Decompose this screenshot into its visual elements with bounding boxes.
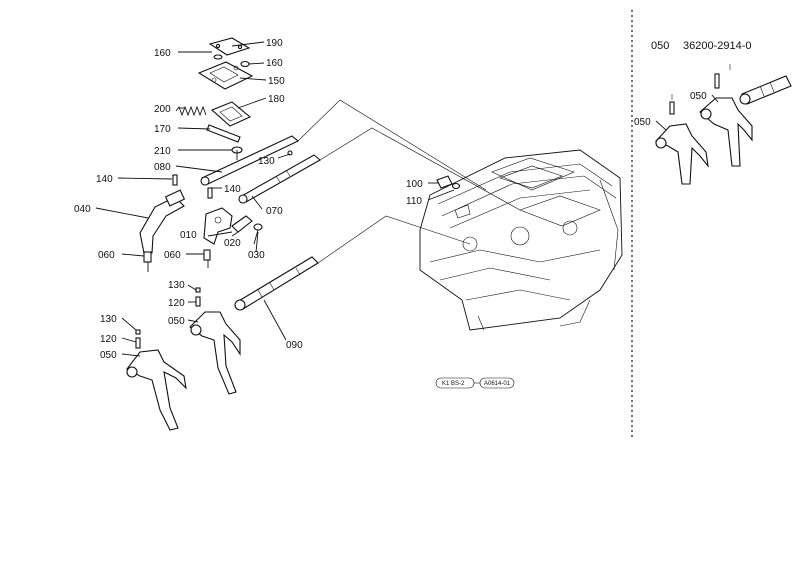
callout-190: 190 xyxy=(266,38,283,49)
fork-050-rear xyxy=(189,311,241,395)
callout-140-right: 140 xyxy=(224,184,241,195)
callout-050-right-top: 050 xyxy=(690,91,707,102)
plate-020 xyxy=(231,215,253,233)
callout-080: 080 xyxy=(154,162,171,173)
callout-010: 010 xyxy=(180,230,197,241)
pin-060 xyxy=(143,249,211,263)
callout-050-right-left: 050 xyxy=(634,117,651,128)
callout-060-right: 060 xyxy=(164,250,181,261)
shift-arm-040 xyxy=(139,189,186,254)
shaft-090 xyxy=(234,256,319,311)
assembly-guide-lines xyxy=(297,99,521,264)
callout-210: 210 xyxy=(154,146,171,157)
header-part-number: 36200-2914-0 xyxy=(683,40,752,52)
callout-170: 170 xyxy=(154,124,171,135)
callout-120-low: 120 xyxy=(100,334,117,345)
callout-130-mid: 130 xyxy=(168,280,185,291)
callout-140-left: 140 xyxy=(96,174,113,185)
right-pins xyxy=(669,64,731,115)
callout-120-mid: 120 xyxy=(168,298,185,309)
callout-160-left: 160 xyxy=(154,48,171,59)
cover-plate-190 xyxy=(208,37,251,56)
right-fork-050-front xyxy=(655,123,709,185)
callout-050-mid: 050 xyxy=(168,316,185,327)
bolt-100-110 xyxy=(436,175,461,190)
small-pins-130-120 xyxy=(135,150,293,349)
footer-stamps: K1 BS-2 A0614-01 xyxy=(435,377,515,389)
callout-110: 110 xyxy=(406,196,422,207)
leader-lines xyxy=(95,41,719,357)
bolt-030 xyxy=(253,223,263,245)
gasket-150 xyxy=(197,61,254,90)
callout-100: 100 xyxy=(406,179,423,190)
callout-labels: 190 160 160 150 180 200 170 210 080 130 … xyxy=(74,38,707,361)
fork-050-front xyxy=(126,349,187,431)
callout-130-low: 130 xyxy=(100,314,117,325)
pin-140 xyxy=(172,174,213,199)
callout-060-left: 060 xyxy=(98,250,115,261)
plate-180 xyxy=(210,101,252,127)
callout-180: 180 xyxy=(268,94,285,105)
callout-200: 200 xyxy=(154,104,171,115)
callout-050-low: 050 xyxy=(100,350,117,361)
callout-160-right: 160 xyxy=(266,58,283,69)
callout-150: 150 xyxy=(268,76,285,87)
callout-040: 040 xyxy=(74,204,91,215)
shift-block-010 xyxy=(203,207,233,245)
spring-200 xyxy=(175,105,207,117)
lever-170 xyxy=(206,124,241,143)
callout-020: 020 xyxy=(224,238,241,249)
stamp-right: A0614-01 xyxy=(484,381,511,387)
bolt-210 xyxy=(231,146,243,160)
callout-070: 070 xyxy=(266,206,283,217)
transmission-housing xyxy=(419,149,623,331)
callout-090: 090 xyxy=(286,340,303,351)
header-part-code: 050 xyxy=(651,40,669,52)
right-fork-050-rear xyxy=(699,97,753,167)
right-shaft xyxy=(739,75,792,105)
stamp-left: K1 BS-2 xyxy=(442,381,465,387)
washer-160 xyxy=(213,54,250,68)
callout-030: 030 xyxy=(248,250,265,261)
callout-130-top: 130 xyxy=(258,156,275,167)
